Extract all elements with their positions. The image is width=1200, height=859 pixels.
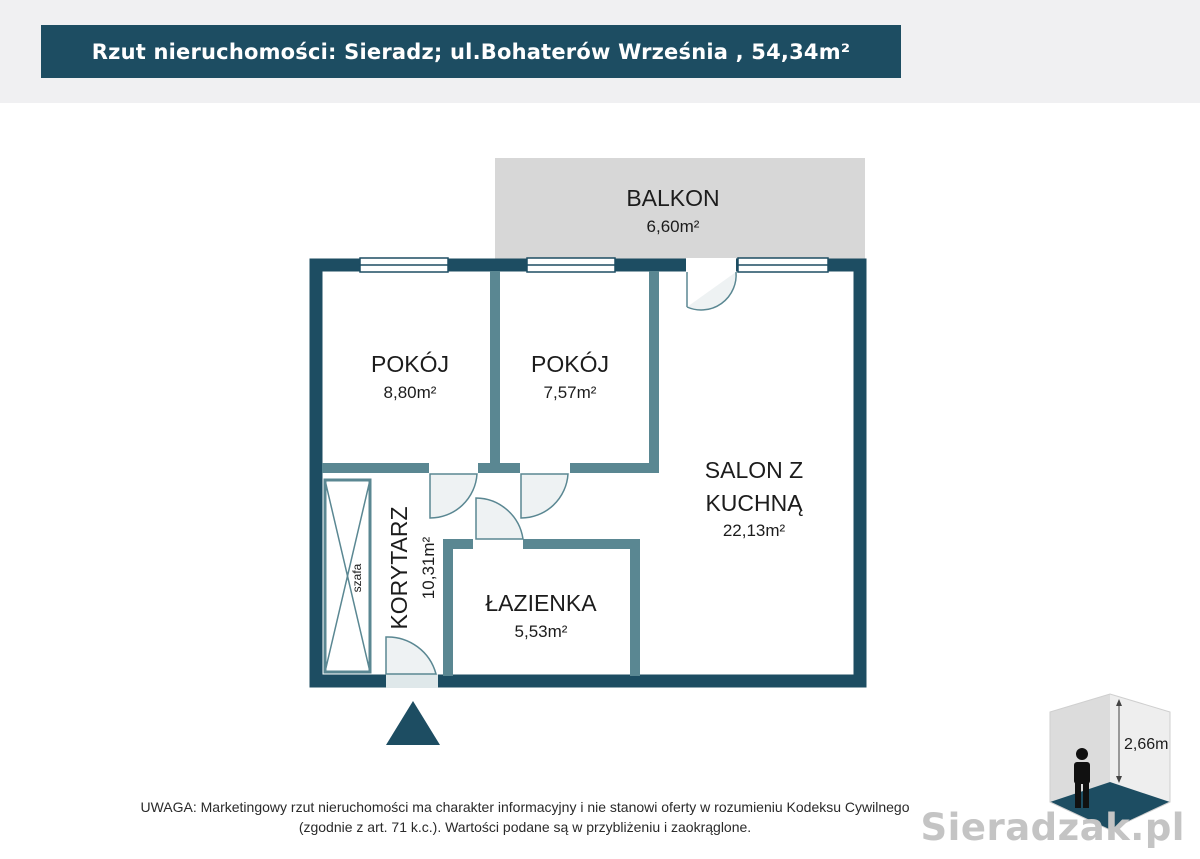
disclaimer-line2: (zgodnie z art. 71 k.c.). Wartości podan… bbox=[298, 819, 752, 835]
salon-name-line2: KUCHNĄ bbox=[705, 490, 803, 516]
pokoj1-area: 8,80m² bbox=[384, 383, 437, 402]
pokoj1-name: POKÓJ bbox=[371, 351, 449, 377]
door-lazienka bbox=[475, 497, 524, 540]
window-pokoj1 bbox=[359, 257, 449, 273]
salon-name-line1: SALON Z bbox=[705, 457, 803, 483]
entrance-arrow-icon bbox=[386, 701, 440, 745]
window-salon bbox=[737, 257, 829, 273]
lazienka-area: 5,53m² bbox=[515, 622, 568, 641]
disclaimer: UWAGA: Marketingowy rzut nieruchomości m… bbox=[60, 797, 990, 837]
wardrobe bbox=[323, 478, 372, 674]
balcony-door-opening bbox=[686, 258, 736, 272]
balkon-name: BALKON bbox=[626, 185, 719, 211]
door-pokoj2 bbox=[520, 473, 569, 519]
pokoj2-name: POKÓJ bbox=[531, 351, 609, 377]
person-icon bbox=[1074, 748, 1090, 808]
disclaimer-line1: UWAGA: Marketingowy rzut nieruchomości m… bbox=[140, 799, 910, 815]
page-title: Rzut nieruchomości: Sieradz; ul.Bohateró… bbox=[41, 25, 901, 78]
lazienka-name: ŁAZIENKA bbox=[485, 590, 597, 616]
ceiling-height-label: 2,66m bbox=[1124, 736, 1168, 753]
window-pokoj2 bbox=[526, 257, 616, 273]
balkon-area: 6,60m² bbox=[647, 217, 700, 236]
pokoj2-area: 7,57m² bbox=[544, 383, 597, 402]
watermark-logo: Sieradzak.pl bbox=[920, 806, 1185, 849]
inner-walls bbox=[322, 271, 659, 676]
korytarz-area: 10,31m² bbox=[419, 536, 438, 599]
korytarz-name: KORYTARZ bbox=[386, 506, 412, 629]
szafa-label: szafa bbox=[350, 563, 364, 592]
salon-area: 22,13m² bbox=[723, 521, 786, 540]
door-pokoj1 bbox=[429, 473, 478, 519]
door-entrance bbox=[385, 636, 438, 688]
door-balcony bbox=[686, 271, 737, 311]
balcony-area bbox=[495, 158, 865, 259]
